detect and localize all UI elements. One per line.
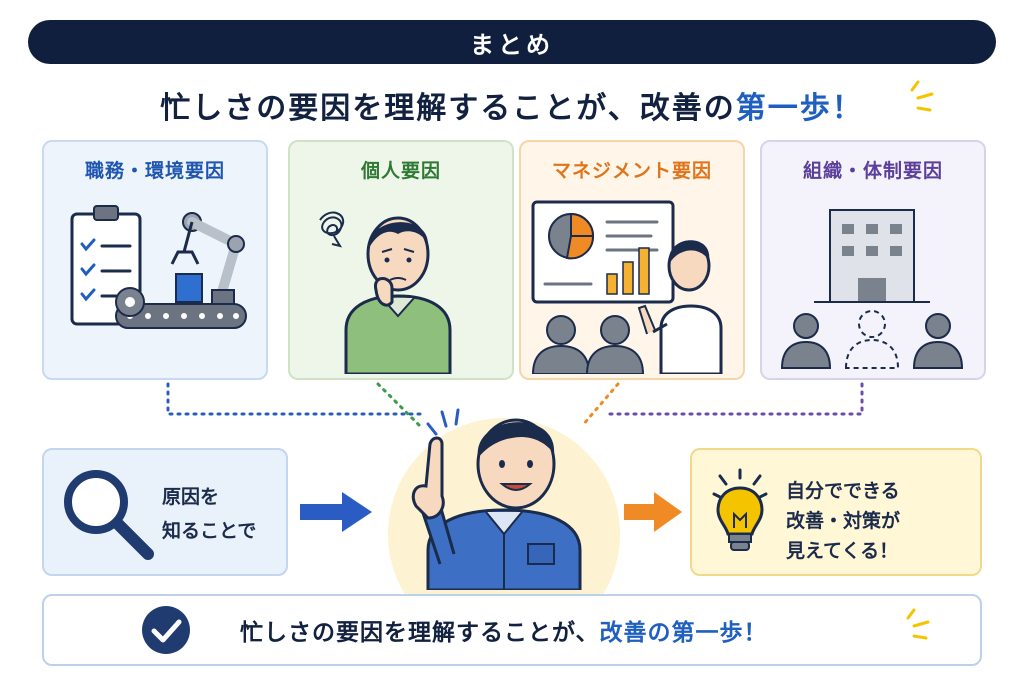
magnifier-icon xyxy=(64,470,154,560)
check-circle-icon xyxy=(142,606,190,654)
summary-banner: まとめ xyxy=(28,20,996,64)
cause-line2: 知ることで xyxy=(162,520,257,542)
factory-illustration xyxy=(70,205,247,329)
result-line2: 改善・対策が xyxy=(786,510,901,532)
result-line3: 見えてくる！ xyxy=(786,540,899,562)
thinking-man-icon xyxy=(344,216,452,374)
presentation-illustration xyxy=(531,200,723,374)
cause-box: 原因を 知ることで xyxy=(42,448,288,576)
footer-text: 忙しさの要因を理解することが、改善の第一歩！ xyxy=(240,596,768,664)
footer-suffix: ！ xyxy=(743,620,768,646)
card-title: 組織・体制要因 xyxy=(802,160,943,182)
organization-illustration xyxy=(780,209,964,369)
thinking-man-illustration xyxy=(319,211,452,374)
banner-title: まとめ xyxy=(470,30,554,59)
building-icon xyxy=(814,209,930,303)
package-box xyxy=(175,273,203,303)
footer-prefix: 忙しさの要因を理解することが、 xyxy=(240,620,600,646)
card-organization: 組織・体制要因 xyxy=(760,140,986,380)
footer-accent: 改善の第一歩 xyxy=(599,620,744,646)
card-title: マネジメント要因 xyxy=(551,160,712,182)
presenter-icon xyxy=(637,240,723,374)
conveyor-icon xyxy=(115,287,247,329)
arrow-right-orange-icon xyxy=(624,492,682,532)
arrow-right-blue-icon xyxy=(300,492,372,532)
result-box: 自分でできる 改善・対策が 見えてくる！ xyxy=(690,448,982,576)
headline-accent: 第一歩 xyxy=(735,91,832,126)
result-line1: 自分でできる xyxy=(786,480,900,502)
card-personal: 個人要因 xyxy=(288,140,514,380)
audience-icon xyxy=(531,315,645,374)
footer-summary: 忙しさの要因を理解することが、改善の第一歩！ xyxy=(42,594,982,666)
headline-prefix: 忙しさの要因を理解することが、改善の xyxy=(160,91,736,126)
headline: 忙しさの要因を理解することが、改善の第一歩！ xyxy=(0,80,1024,130)
lightbulb-icon xyxy=(712,468,768,551)
dotted-connectors xyxy=(166,382,864,428)
team-icon xyxy=(780,310,964,369)
sparkle-icon xyxy=(910,80,934,112)
cause-line1: 原因を xyxy=(162,486,220,508)
card-job-environment: 職務・環境要因 xyxy=(42,140,268,380)
sparkle-icon xyxy=(906,608,930,640)
card-title: 職務・環境要因 xyxy=(84,160,225,182)
tangled-thought-icon xyxy=(319,211,345,248)
card-title: 個人要因 xyxy=(360,160,441,182)
headline-suffix: ！ xyxy=(831,91,864,126)
robot-arm-icon xyxy=(170,212,245,305)
presentation-icon xyxy=(531,200,675,304)
card-management: マネジメント要因 xyxy=(519,140,745,380)
pointing-worker-icon xyxy=(411,408,582,590)
